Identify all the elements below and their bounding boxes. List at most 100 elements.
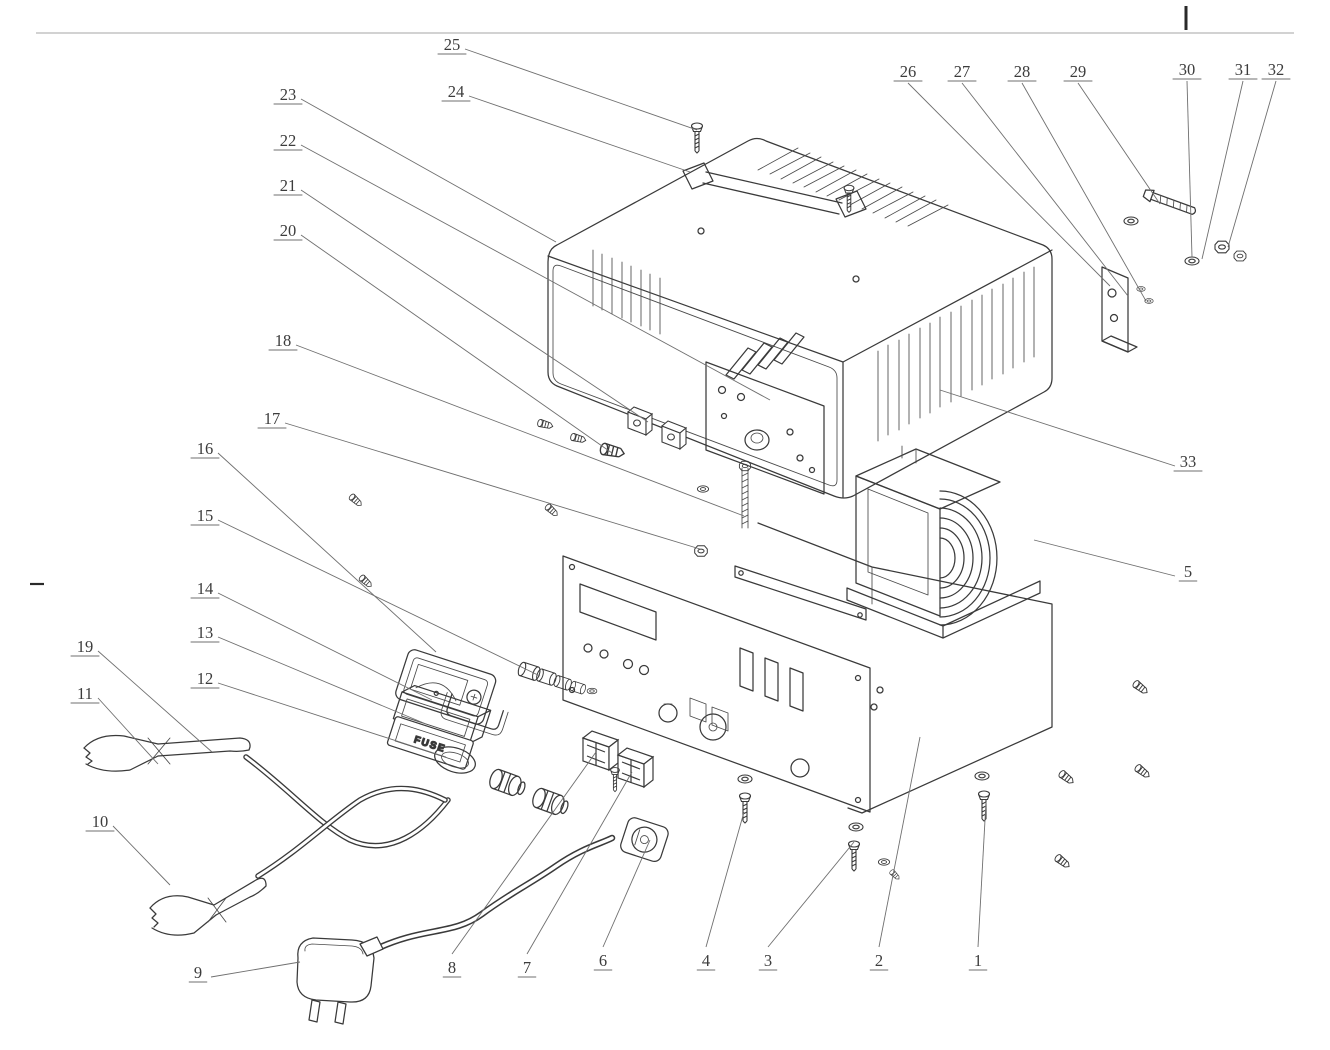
callout-22: 22 — [273, 131, 771, 401]
callout-8: 8 — [442, 751, 597, 978]
knob-part — [532, 787, 569, 816]
leader-line-4 — [705, 811, 745, 948]
clamp-wires — [243, 754, 451, 879]
part-number-17: 17 — [264, 409, 281, 428]
leader-line-21 — [300, 189, 649, 423]
leader-line-25 — [464, 48, 698, 131]
power-cord — [370, 834, 616, 954]
leader-line-29 — [1077, 82, 1161, 205]
part-number-15: 15 — [197, 506, 214, 525]
knob-part — [489, 768, 526, 797]
transformer-part — [846, 445, 1041, 639]
part-number-4: 4 — [702, 951, 710, 970]
callout-2: 2 — [869, 736, 921, 971]
part-number-12: 12 — [197, 669, 214, 688]
handle-bracket-part — [682, 162, 867, 218]
power-plug-part — [296, 936, 384, 1025]
part-number-28: 28 — [1014, 62, 1031, 81]
battery-clamp-upper — [83, 734, 251, 772]
part-number-6: 6 — [599, 951, 607, 970]
callout-15: 15 — [190, 506, 541, 677]
part-number-11: 11 — [77, 684, 93, 703]
leader-line-7 — [526, 771, 633, 955]
side-vent-slots — [877, 266, 1035, 442]
leader-line-26 — [907, 82, 1111, 287]
callout-29: 29 — [1063, 62, 1161, 205]
callout-5: 5 — [1033, 539, 1198, 582]
callout-19: 19 — [70, 637, 213, 753]
callout-17: 17 — [257, 409, 701, 550]
front-panel-part — [562, 555, 871, 813]
part-number-32: 32 — [1268, 60, 1285, 79]
part-number-3: 3 — [764, 951, 772, 970]
leader-line-31 — [1201, 80, 1244, 260]
part-number-18: 18 — [275, 331, 292, 350]
callout-33: 33 — [939, 389, 1203, 472]
part-number-21: 21 — [280, 176, 297, 195]
leader-line-27 — [961, 82, 1129, 297]
callout-13: 13 — [190, 623, 427, 725]
part-number-7: 7 — [523, 958, 531, 977]
callout-12: 12 — [190, 669, 447, 758]
part-number-24: 24 — [448, 82, 465, 101]
leader-line-30 — [1186, 80, 1193, 258]
part-number-22: 22 — [280, 131, 297, 150]
callout-23: 23 — [273, 85, 557, 243]
part-number-20: 20 — [280, 221, 297, 240]
leader-line-10 — [112, 825, 171, 886]
leader-line-19 — [97, 650, 213, 753]
callout-9: 9 — [188, 961, 301, 983]
leader-line-8 — [451, 751, 597, 955]
part-number-8: 8 — [448, 958, 456, 977]
panel-meter-part — [395, 649, 497, 725]
callout-14: 14 — [190, 579, 433, 701]
leader-line-18 — [295, 344, 745, 517]
part-number-31: 31 — [1235, 60, 1252, 79]
callout-16: 16 — [190, 439, 437, 653]
part-number-16: 16 — [197, 439, 214, 458]
part-number-14: 14 — [197, 579, 214, 598]
hex-bolt — [1142, 189, 1197, 215]
top-cover-part — [547, 137, 1053, 499]
callout-30: 30 — [1172, 60, 1202, 258]
part-number-25: 25 — [444, 35, 461, 54]
part-number-30: 30 — [1179, 60, 1196, 79]
callout-28: 28 — [1007, 62, 1147, 302]
leader-line-16 — [217, 452, 437, 653]
leader-line-23 — [300, 98, 557, 243]
callout-10: 10 — [85, 812, 171, 886]
leader-line-14 — [217, 592, 433, 701]
leader-line-3 — [767, 841, 855, 948]
leader-line-15 — [217, 519, 541, 677]
part-number-1: 1 — [974, 951, 982, 970]
part-number-2: 2 — [875, 951, 883, 970]
part-number-23: 23 — [280, 85, 297, 104]
callout-24: 24 — [441, 82, 691, 173]
leader-line-32 — [1227, 80, 1277, 248]
callout-7: 7 — [517, 771, 633, 978]
threaded-stud-part — [741, 467, 749, 529]
callout-6: 6 — [593, 839, 651, 971]
leader-line-12 — [217, 682, 447, 758]
battery-clamp-lower — [149, 877, 267, 936]
part-number-13: 13 — [197, 623, 214, 642]
callout-4: 4 — [696, 811, 745, 971]
bracket-hardware — [1101, 189, 1197, 353]
callout-31: 31 — [1201, 60, 1258, 260]
leader-line-24 — [468, 95, 691, 173]
leader-line-6 — [602, 839, 651, 948]
inner-vent-slots — [592, 249, 661, 335]
callout-25: 25 — [437, 35, 698, 131]
leader-line-2 — [878, 736, 921, 948]
part-number-29: 29 — [1070, 62, 1087, 81]
part-number-33: 33 — [1180, 452, 1197, 471]
part-number-9: 9 — [194, 963, 202, 982]
leader-line-11 — [97, 697, 159, 765]
callout-11: 11 — [70, 684, 159, 765]
inner-panel-assembly — [705, 332, 825, 495]
meter-bracket-part — [440, 692, 509, 736]
leader-line-5 — [1033, 539, 1176, 577]
